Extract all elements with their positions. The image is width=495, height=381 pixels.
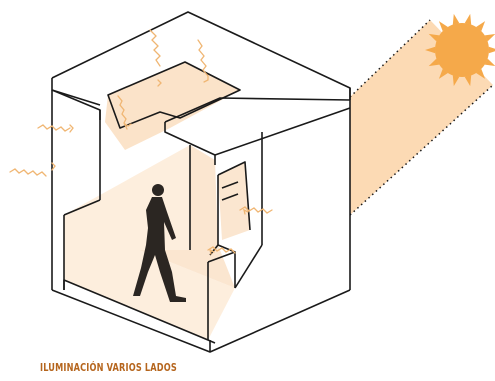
sun-ray bbox=[465, 14, 472, 25]
diagram-caption: ILUMINACIÓN VARIOS LADOS bbox=[40, 362, 177, 374]
sun-ray bbox=[453, 14, 460, 25]
sun-ray bbox=[489, 47, 495, 54]
skylight-light bbox=[105, 62, 240, 150]
